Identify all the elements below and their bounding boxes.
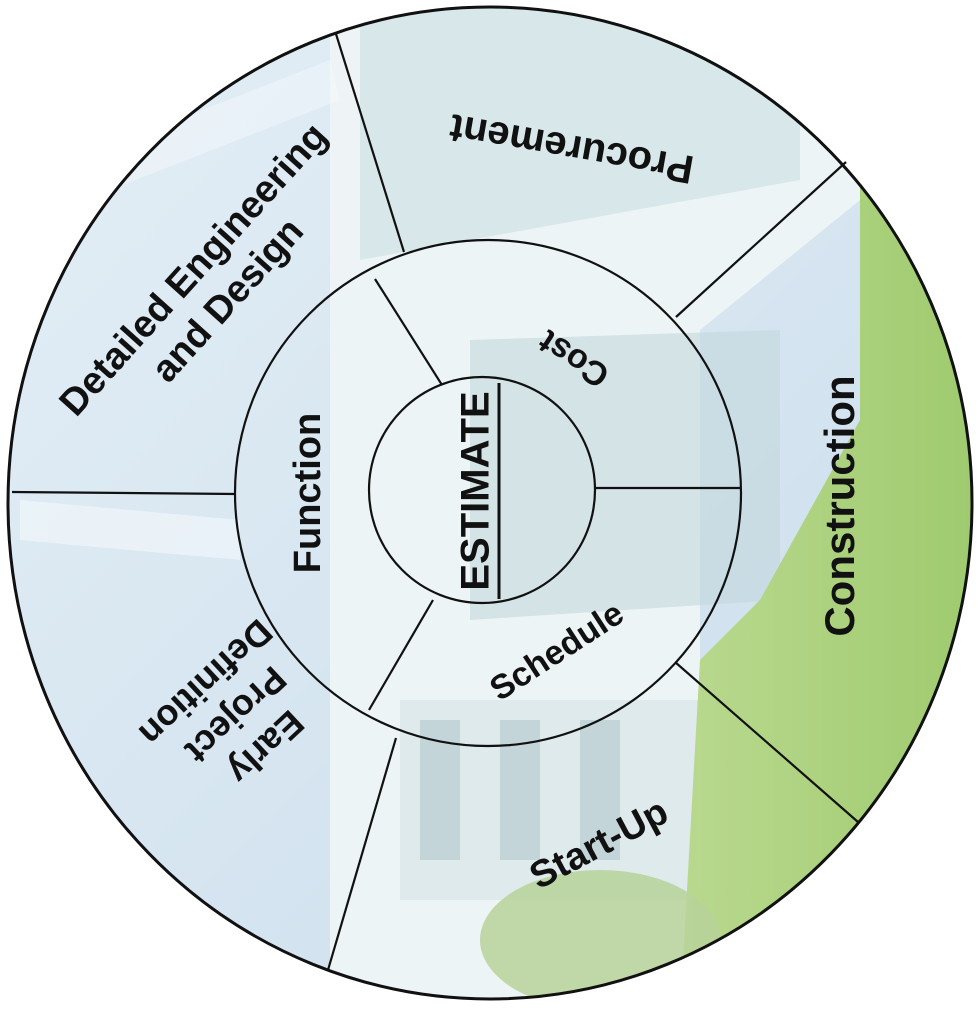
divider-construction-startup [674, 661, 859, 823]
divider-procurement-construction [675, 161, 847, 318]
divider-early-detailed [11, 490, 237, 496]
divider-procurement-detailed [334, 33, 406, 253]
center-estimate-label: ESTIMATE [454, 383, 501, 599]
estimate-text: ESTIMATE [454, 391, 498, 590]
function-label: Function [287, 413, 329, 573]
divider-schedule-function [368, 599, 434, 711]
center-circle [367, 375, 597, 605]
construction-label: Construction [816, 375, 863, 636]
middle-ring-boundary [233, 238, 743, 748]
divider-function-cost [374, 278, 443, 386]
outer-ring-boundary [6, 5, 974, 1001]
divider-startup-early [326, 737, 398, 971]
